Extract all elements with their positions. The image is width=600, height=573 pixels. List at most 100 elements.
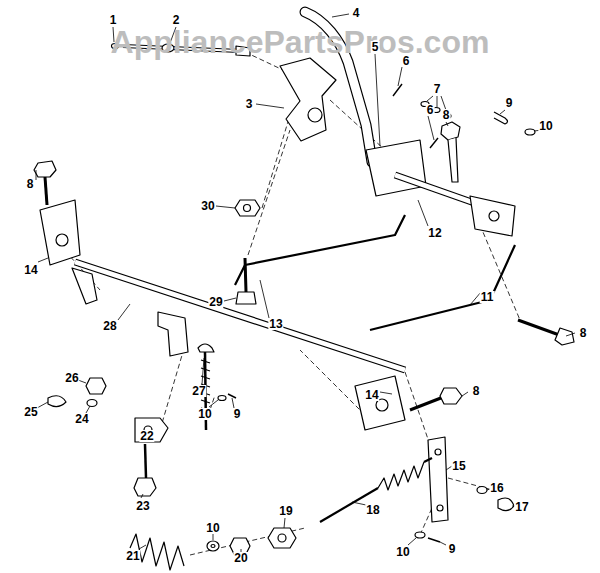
part-outline xyxy=(48,396,66,407)
part-outline xyxy=(498,498,514,511)
part-outline xyxy=(135,418,168,442)
part-outline xyxy=(477,487,487,494)
callout-number: 9 xyxy=(505,97,514,109)
part-outline xyxy=(470,196,515,236)
callout-number: 27 xyxy=(191,385,206,397)
callout-number: 8 xyxy=(442,109,451,121)
callout-number: 22 xyxy=(139,430,154,442)
alignment-line xyxy=(248,130,290,255)
callout-number: 23 xyxy=(135,500,150,512)
part-outline xyxy=(435,449,441,455)
callout-number: 4 xyxy=(352,7,361,19)
part-outline xyxy=(75,262,405,370)
callout-number: 5 xyxy=(371,41,380,53)
part-outline xyxy=(308,108,322,122)
leader-line xyxy=(284,518,285,528)
callout-number: 15 xyxy=(451,460,466,472)
part-outline xyxy=(393,84,402,96)
alignment-line xyxy=(300,350,365,415)
callout-number: 6 xyxy=(426,104,435,116)
callout-number: 14 xyxy=(364,389,379,401)
part-outline xyxy=(428,538,440,542)
part-outline xyxy=(424,458,432,462)
part-outline xyxy=(75,262,405,370)
part-outline xyxy=(370,245,515,330)
leader-line xyxy=(224,298,236,301)
callout-number: 19 xyxy=(278,505,293,517)
part-outline xyxy=(355,376,405,430)
callout-number: 18 xyxy=(365,504,380,516)
leader-line xyxy=(566,333,575,336)
callout-number: 10 xyxy=(538,120,553,132)
leader-line xyxy=(36,14,575,554)
leader-line xyxy=(260,280,269,318)
callout-number: 10 xyxy=(197,408,212,420)
part-outline xyxy=(378,462,424,490)
alignment-line xyxy=(160,345,185,430)
part-outline xyxy=(366,140,426,196)
callout-number: 10 xyxy=(395,546,410,558)
callout-number: 21 xyxy=(125,550,140,562)
leader-line xyxy=(375,54,380,146)
part-outline xyxy=(440,388,462,404)
alignment-line xyxy=(480,225,520,320)
part-outline xyxy=(86,378,106,394)
part-outline xyxy=(145,444,146,478)
callout-number: 24 xyxy=(74,413,89,425)
callout-number: 20 xyxy=(233,552,248,564)
leader-line xyxy=(36,170,37,180)
leader-line xyxy=(428,116,434,140)
callout-number: 25 xyxy=(23,406,38,418)
alignment-line xyxy=(60,52,520,555)
leader-line xyxy=(380,392,392,394)
callout-number: 10 xyxy=(205,522,220,534)
leader-line xyxy=(118,304,130,320)
part-outline xyxy=(245,258,246,292)
part-outline xyxy=(415,532,425,538)
watermark: AppliancePartsPros.com xyxy=(110,26,491,58)
part-outline xyxy=(437,505,443,511)
part-outline xyxy=(207,541,219,551)
leader-line xyxy=(202,358,204,384)
part-outline xyxy=(518,320,562,336)
leader-line xyxy=(209,400,218,407)
callout-number: 16 xyxy=(489,482,504,494)
alignment-line xyxy=(262,115,290,208)
leader-line xyxy=(408,538,416,545)
callout-number: 17 xyxy=(514,501,529,513)
part-outline xyxy=(244,205,251,212)
leader-line xyxy=(139,545,146,549)
part-outline xyxy=(45,177,47,205)
part-outline xyxy=(218,396,226,401)
leader-line xyxy=(352,502,366,505)
callout-number: 9 xyxy=(448,543,457,555)
callout-number: 8 xyxy=(472,385,481,397)
part-outline xyxy=(134,478,156,496)
callout-number: 30 xyxy=(200,200,215,212)
part-outline xyxy=(34,12,574,570)
part-outline xyxy=(278,534,286,542)
callout-number: 14 xyxy=(23,264,38,276)
callout-number: 12 xyxy=(427,227,442,239)
part-outline xyxy=(280,58,336,141)
callout-number: 13 xyxy=(268,318,283,330)
leader-line xyxy=(398,67,402,86)
leader-line xyxy=(500,110,505,114)
callout-number: 1 xyxy=(109,14,118,26)
callout-number: 28 xyxy=(102,320,117,332)
part-outline xyxy=(235,200,260,216)
leader-line xyxy=(332,14,349,17)
callout-number: 11 xyxy=(480,291,495,303)
part-outline xyxy=(211,545,215,548)
callout-number: 9 xyxy=(233,408,242,420)
leader-line xyxy=(256,104,284,108)
leader-line xyxy=(213,534,214,540)
part-outline xyxy=(448,138,458,182)
part-outline xyxy=(34,161,56,177)
part-outline xyxy=(525,129,535,135)
leader-line xyxy=(141,494,143,498)
leader-line xyxy=(216,206,235,208)
leader-line xyxy=(446,122,448,126)
